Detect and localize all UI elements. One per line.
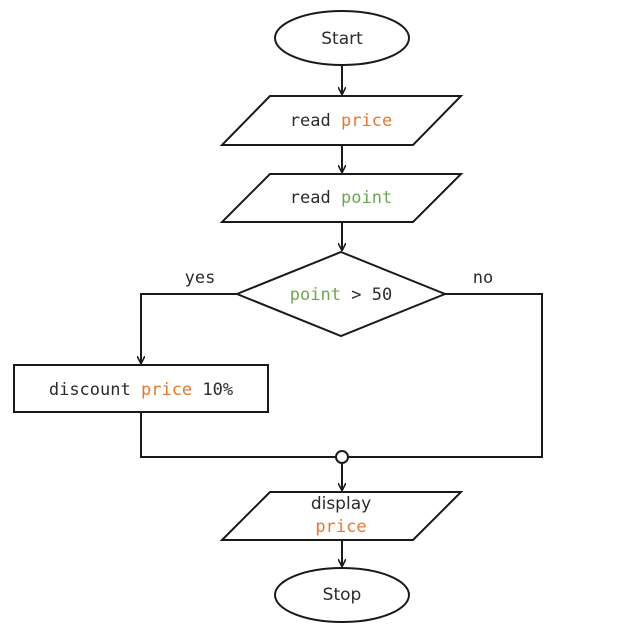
discount-text: discount price 10% xyxy=(49,380,233,400)
read-price-text: read price xyxy=(290,111,392,131)
read-price-keyword: read xyxy=(290,111,331,131)
decision-text: point > 50 xyxy=(290,285,392,305)
read-point-io-box xyxy=(219,173,464,223)
stop-label: Stop xyxy=(323,585,362,605)
display-variable: price xyxy=(315,517,366,537)
discount-value: 10% xyxy=(202,380,233,400)
edge-decision-yes xyxy=(141,293,237,363)
yes-branch-label: yes xyxy=(185,268,216,288)
decision-diamond xyxy=(234,250,448,338)
start-terminal xyxy=(274,10,410,66)
stop-terminal xyxy=(274,567,410,623)
display-keyword: display xyxy=(311,494,371,514)
display-price-io-box xyxy=(219,491,464,541)
edge-decision-no xyxy=(347,293,543,458)
read-price-io-box xyxy=(219,95,464,146)
decision-value: 50 xyxy=(372,285,392,305)
no-branch-label: no xyxy=(473,268,493,288)
read-price-variable: price xyxy=(341,111,392,131)
merge-connector xyxy=(335,450,349,464)
read-point-text: read point xyxy=(290,188,392,208)
decision-operator: > xyxy=(351,285,361,305)
discount-keyword: discount xyxy=(49,380,131,400)
discount-variable: price xyxy=(141,380,192,400)
read-point-variable: point xyxy=(341,188,392,208)
decision-variable: point xyxy=(290,285,341,305)
read-point-keyword: read xyxy=(290,188,331,208)
start-label: Start xyxy=(321,29,363,49)
edge-discount-to-merge xyxy=(140,413,336,458)
discount-process-box xyxy=(13,364,269,413)
